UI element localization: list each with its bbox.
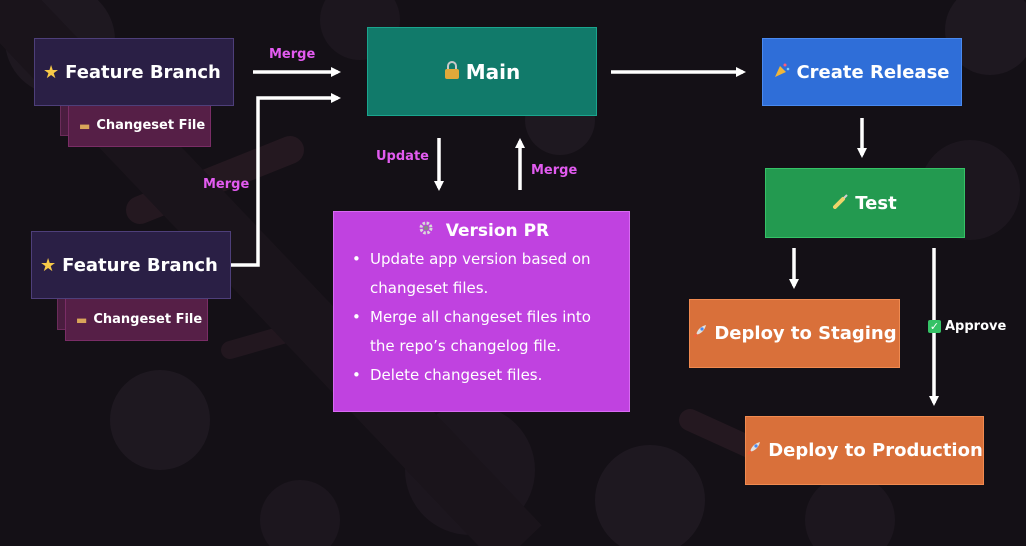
check-icon: ✓ (928, 320, 941, 333)
version-pr-steps: Update app version based on changeset fi… (348, 245, 619, 390)
edge-label-merge: Merge (531, 163, 578, 178)
edge-label-update: Update (376, 149, 429, 164)
edge-feature2-to-main (231, 93, 341, 267)
changeset-file-node: ▬ Changeset File (68, 104, 211, 147)
star-icon: ★ (40, 254, 57, 276)
version-pr-step: Delete changeset files. (352, 361, 619, 390)
create-release-node: Create Release (762, 38, 962, 106)
changeset-file-node: ▬ Changeset File (65, 298, 208, 341)
party-popper-icon (774, 62, 790, 83)
version-pr-title: Version PR (348, 220, 619, 241)
lock-icon (444, 60, 460, 84)
main-node: Main (367, 27, 597, 116)
edge-label-merge: Merge (203, 177, 250, 192)
deploy-staging-node: Deploy to Staging (689, 299, 900, 368)
star-icon: ★ (43, 61, 60, 83)
gear-icon (418, 220, 434, 241)
version-pr-step: Merge all changeset files into the repo’… (352, 303, 619, 361)
version-pr-node: Version PR Update app version based on c… (333, 211, 630, 412)
version-pr-step: Update app version based on changeset fi… (352, 245, 619, 303)
folder-icon: ▬ (76, 312, 88, 327)
rocket-icon (746, 440, 762, 461)
rocket-icon (692, 323, 708, 344)
feature-branch-node: ★ Feature Branch (34, 38, 234, 106)
feature-branch-node: ★ Feature Branch (31, 231, 231, 299)
deploy-production-node: Deploy to Production (745, 416, 984, 485)
edge-label-approve: ✓ Approve (928, 319, 1007, 334)
test-node: Test (765, 168, 965, 238)
edge-label-merge: Merge (269, 47, 316, 62)
syringe-icon (833, 193, 849, 214)
folder-icon: ▬ (79, 118, 91, 133)
